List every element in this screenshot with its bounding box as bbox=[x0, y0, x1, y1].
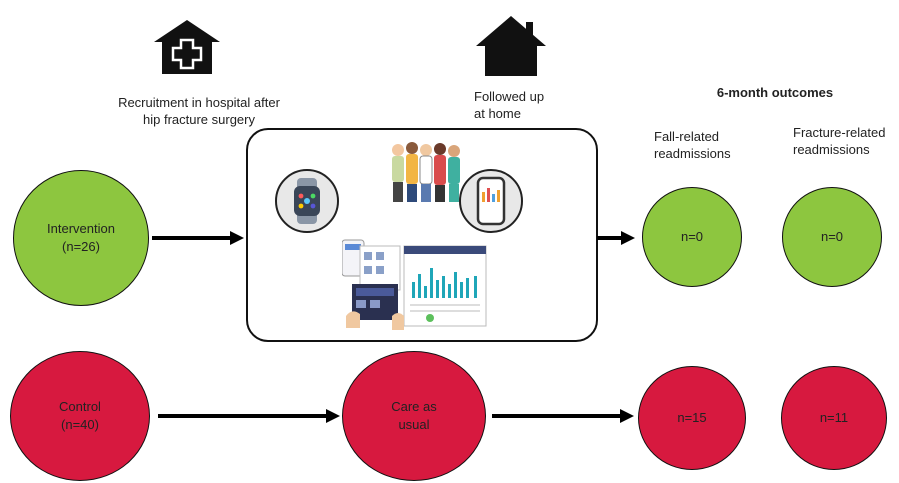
tablet-icon bbox=[459, 169, 523, 233]
control-fracture-circle: n=11 bbox=[781, 366, 887, 470]
intervention-fracture-circle: n=0 bbox=[782, 187, 882, 287]
control-fall-circle: n=15 bbox=[638, 366, 746, 470]
people-group-icon bbox=[392, 142, 460, 202]
arrow-care-to-fall bbox=[492, 409, 634, 423]
arrow-box-to-fall bbox=[597, 231, 635, 245]
arrow-control-to-care bbox=[158, 409, 340, 423]
home-icon bbox=[476, 16, 546, 76]
hospital-icon bbox=[154, 20, 220, 74]
fracture-related-header: Fracture-related readmissions bbox=[793, 125, 886, 157]
smartwatch-icon bbox=[275, 169, 339, 233]
intervention-fall-circle: n=0 bbox=[642, 187, 742, 287]
fall-related-header: Fall-related readmissions bbox=[654, 129, 731, 161]
care-as-usual-circle: Care as usual bbox=[342, 351, 486, 481]
control-circle: Control (n=40) bbox=[10, 351, 150, 481]
outcomes-title: 6-month outcomes bbox=[716, 85, 834, 100]
home-caption: Followed up at home bbox=[474, 89, 545, 121]
intervention-circle: Intervention (n=26) bbox=[13, 170, 149, 306]
arrow-intervention-to-box bbox=[152, 231, 244, 245]
intervention-box bbox=[246, 128, 598, 342]
hospital-caption: Recruitment in hospital after hip fractu… bbox=[118, 95, 280, 127]
app-screens-icon bbox=[342, 239, 487, 330]
